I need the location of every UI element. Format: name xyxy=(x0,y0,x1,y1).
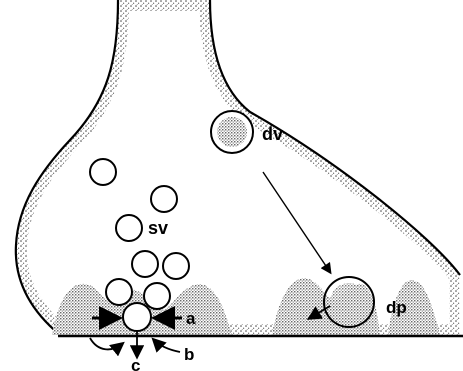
fusing-vesicle xyxy=(123,303,151,331)
label-sv: sv xyxy=(148,218,168,238)
label-a: a xyxy=(186,309,196,328)
synaptic-vesicle xyxy=(116,215,142,241)
synaptic-vesicle xyxy=(90,159,116,185)
synaptic-vesicle xyxy=(144,283,170,309)
arrow-b-left xyxy=(90,338,122,349)
docked-dense-core-vesicle-core xyxy=(330,283,368,321)
synaptic-vesicle xyxy=(163,253,189,279)
label-dv: dv xyxy=(262,124,283,144)
synaptic-vesicle xyxy=(106,279,132,305)
label-b: b xyxy=(184,345,194,364)
synaptic-vesicle xyxy=(132,251,158,277)
label-c: c xyxy=(131,356,140,371)
dv-to-dp-arrow xyxy=(263,172,330,272)
synaptic-vesicle xyxy=(151,186,177,212)
dense-core-vesicle-core xyxy=(217,117,247,147)
label-dp: dp xyxy=(386,298,407,317)
arrow-b-right xyxy=(154,340,180,352)
